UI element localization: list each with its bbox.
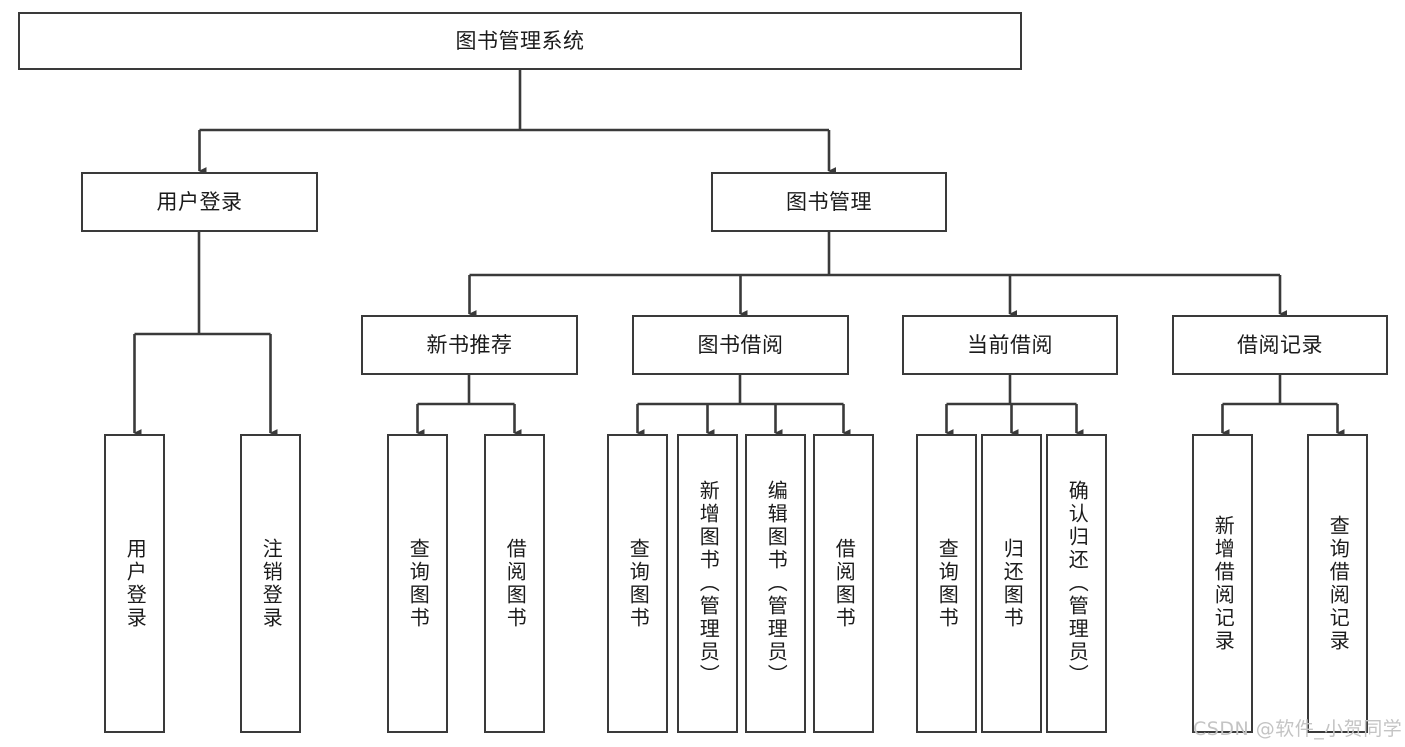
node-book-manage[interactable]: 图书管理 (711, 172, 947, 232)
node-label: 新增图书（管理员） (696, 480, 721, 687)
node-label: 查询图书 (406, 537, 431, 630)
node-label: 当前借阅 (967, 332, 1053, 357)
node-leaf-query-book-2[interactable]: 查询图书 (607, 434, 668, 733)
node-label: 查询图书 (626, 537, 651, 630)
node-leaf-query-book-3[interactable]: 查询图书 (916, 434, 977, 733)
node-label: 查询借阅记录 (1326, 514, 1351, 653)
node-leaf-add-book[interactable]: 新增图书（管理员） (677, 434, 738, 733)
node-root[interactable]: 图书管理系统 (18, 12, 1022, 70)
node-label: 新书推荐 (426, 332, 513, 357)
node-leaf-user-login[interactable]: 用户登录 (104, 434, 165, 733)
node-leaf-query-record[interactable]: 查询借阅记录 (1307, 434, 1368, 733)
node-leaf-borrow-book-1[interactable]: 借阅图书 (484, 434, 545, 733)
node-label: 借阅图书 (832, 537, 857, 630)
tree-connectors (133, 70, 1345, 437)
node-leaf-return-book[interactable]: 归还图书 (981, 434, 1042, 733)
node-leaf-user-logout[interactable]: 注销登录 (240, 434, 301, 733)
node-book-borrow[interactable]: 图书借阅 (632, 315, 849, 375)
node-label: 注销登录 (259, 537, 284, 630)
node-label: 用户登录 (156, 189, 243, 214)
node-leaf-add-record[interactable]: 新增借阅记录 (1192, 434, 1253, 733)
node-label: 用户登录 (123, 537, 148, 630)
node-label: 编辑图书（管理员） (764, 480, 789, 687)
node-user-login[interactable]: 用户登录 (81, 172, 318, 232)
node-leaf-confirm-return[interactable]: 确认归还（管理员） (1046, 434, 1107, 733)
node-borrow-record[interactable]: 借阅记录 (1172, 315, 1388, 375)
node-new-book-recommend[interactable]: 新书推荐 (361, 315, 578, 375)
node-leaf-query-book-1[interactable]: 查询图书 (387, 434, 448, 733)
node-leaf-edit-book[interactable]: 编辑图书（管理员） (745, 434, 806, 733)
node-label: 图书借阅 (697, 332, 784, 357)
node-label: 归还图书 (1000, 537, 1025, 630)
node-label: 借阅图书 (503, 537, 528, 630)
node-label: 确认归还（管理员） (1065, 480, 1090, 687)
csdn-watermark: CSDN @软件_小贺同学 (1193, 718, 1403, 740)
node-label: 图书管理系统 (455, 28, 585, 53)
node-label: 查询图书 (935, 537, 960, 630)
node-label: 新增借阅记录 (1211, 514, 1236, 653)
node-current-borrow[interactable]: 当前借阅 (902, 315, 1118, 375)
node-label: 借阅记录 (1237, 332, 1323, 357)
node-label: 图书管理 (786, 189, 872, 214)
node-leaf-borrow-book-2[interactable]: 借阅图书 (813, 434, 874, 733)
